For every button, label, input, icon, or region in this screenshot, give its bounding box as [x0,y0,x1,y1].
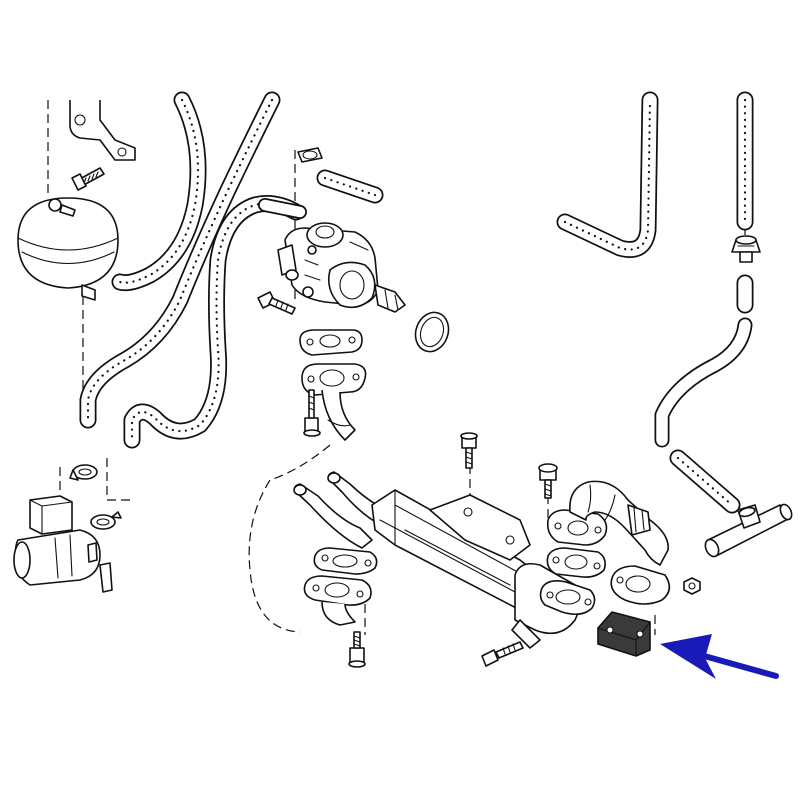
blanking-plate [597,611,651,657]
elbow-pipe [546,480,669,566]
vacuum-hoses [79,91,754,514]
cooler-gaskets-left [303,547,378,626]
hose-clips [69,464,122,530]
vacuum-reservoir [17,197,119,301]
vacuum-connector [731,235,761,263]
arrow-icon [660,634,779,679]
flange-bolt-left [303,389,321,437]
exhaust-flange-gasket [610,565,671,605]
flange-nut [683,577,701,595]
hose-clamp-top [297,147,323,163]
egr-bolt [257,291,296,315]
egr-flange-pipe [301,363,367,441]
bracket-bolt [71,167,105,191]
egr-gasket [299,329,363,356]
t-piece-connector [704,503,793,558]
cooler-bolt-horizontal [481,641,524,667]
pipe-gasket-right [546,547,606,578]
egr-valve [277,222,406,313]
egr-o-ring [414,311,450,353]
mounting-bracket [69,100,136,161]
solenoid-valve [13,495,113,593]
egr-cooler [293,471,596,649]
elbow-bolt [538,463,558,499]
cooler-bolt-mid [460,432,478,469]
cooler-bolt-bottom [348,631,366,668]
leader-lines [47,100,746,635]
